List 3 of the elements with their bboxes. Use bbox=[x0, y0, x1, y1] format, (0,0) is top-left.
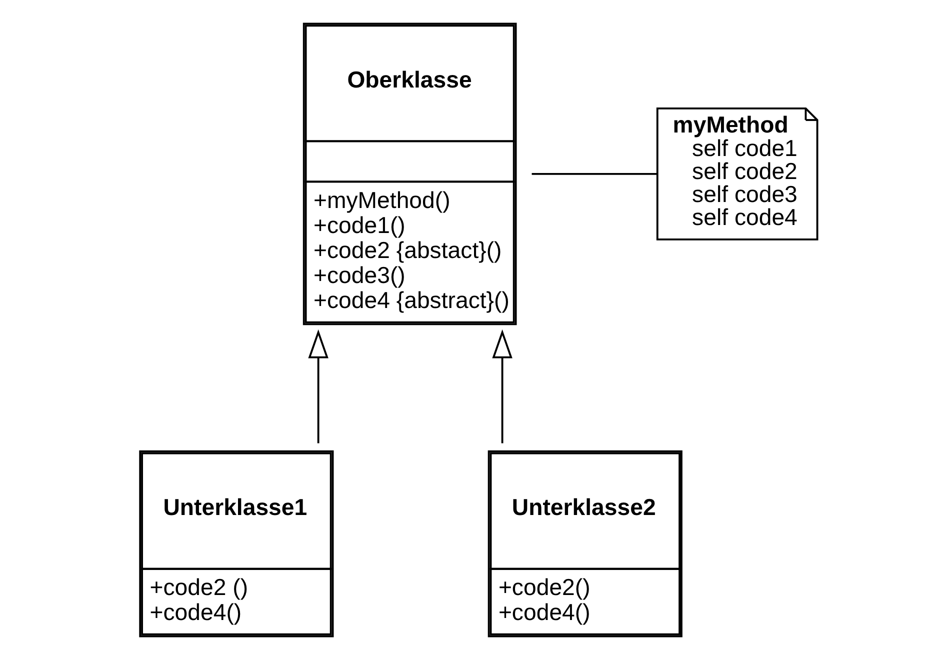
connector bbox=[531, 172, 657, 175]
arrow bbox=[308, 329, 328, 444]
arrow bbox=[492, 329, 512, 444]
